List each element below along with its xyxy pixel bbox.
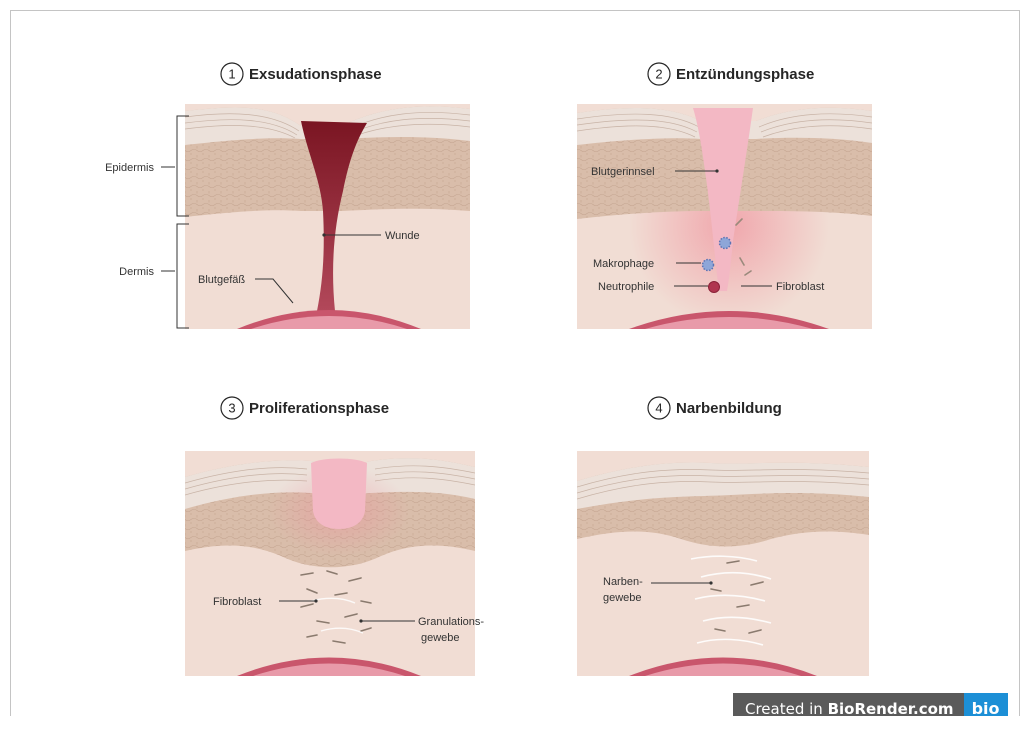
label-granulationsgewebe-1: Granulations- bbox=[418, 616, 484, 628]
label-blutgefaess: Blutgefäß bbox=[198, 274, 245, 286]
biorender-credit[interactable]: Created in BioRender.com bio bbox=[733, 693, 1008, 716]
neutrophil-cell bbox=[709, 282, 720, 293]
wound-healing-diagram: 1 Exsudationsphase Epidermis Dermis Wund… bbox=[11, 11, 1020, 716]
figure-frame: 1 Exsudationsphase Epidermis Dermis Wund… bbox=[10, 10, 1020, 716]
label-blutgerinnsel: Blutgerinnsel bbox=[591, 166, 655, 178]
label-narbengewebe-1: Narben- bbox=[603, 576, 643, 588]
panel-narbenbildung: 4 Narbenbildung Narben- gew bbox=[577, 397, 869, 676]
label-granulationsgewebe-2: gewebe bbox=[421, 632, 460, 644]
phase-title: Narbenbildung bbox=[676, 400, 782, 417]
label-fibroblast: Fibroblast bbox=[776, 281, 824, 293]
label-makrophage: Makrophage bbox=[593, 258, 654, 270]
phase-title: Entzündungsphase bbox=[676, 66, 814, 83]
credit-text: Created in BioRender.com bbox=[733, 700, 964, 717]
phase-number: 3 bbox=[228, 401, 235, 416]
label-epidermis: Epidermis bbox=[105, 162, 154, 174]
panel-entzuendungsphase: 2 Entzündungsphase Blutgerinnsel bbox=[577, 63, 872, 329]
phase-number: 1 bbox=[228, 67, 235, 82]
phase-title: Exsudationsphase bbox=[249, 66, 382, 83]
label-narbengewebe-2: gewebe bbox=[603, 592, 642, 604]
label-wunde: Wunde bbox=[385, 230, 420, 242]
skin-section-4 bbox=[577, 451, 869, 676]
label-fibroblast-3: Fibroblast bbox=[213, 596, 261, 608]
scab bbox=[311, 459, 367, 530]
panel-exsudationsphase: 1 Exsudationsphase Epidermis Dermis Wund… bbox=[105, 63, 470, 329]
skin-section-1 bbox=[185, 104, 470, 329]
phase-number: 4 bbox=[655, 401, 662, 416]
label-dermis: Dermis bbox=[119, 266, 154, 278]
phase-number: 2 bbox=[655, 67, 662, 82]
panel-proliferationsphase: 3 Proliferationsphase Fibr bbox=[185, 397, 484, 676]
biorender-logo: bio bbox=[964, 693, 1008, 716]
phase-title: Proliferationsphase bbox=[249, 400, 389, 417]
label-neutrophile: Neutrophile bbox=[598, 281, 654, 293]
skin-section-2 bbox=[577, 104, 872, 329]
